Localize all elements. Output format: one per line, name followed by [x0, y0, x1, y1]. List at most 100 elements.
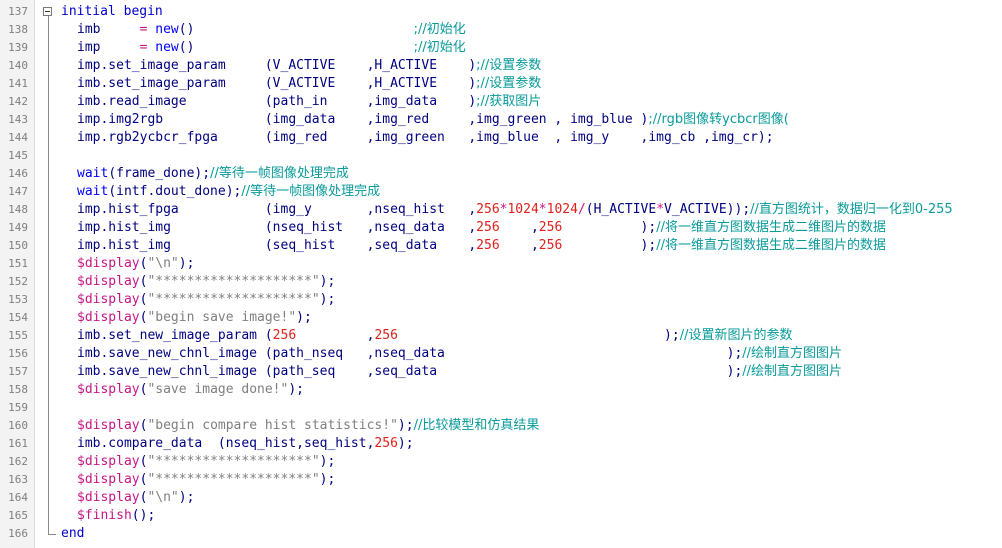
code-line[interactable]: 165$finish(); — [0, 507, 1002, 525]
code-line[interactable]: 162$display("********************"); — [0, 453, 1002, 471]
system-task-token: $display — [77, 274, 140, 289]
line-number: 166 — [8, 527, 28, 540]
operator-token: * — [656, 202, 665, 217]
comment-token: ;//rgb图像转ycbcr图像( — [648, 112, 789, 127]
code-text[interactable]: $display("begin compare hist statistics!… — [77, 417, 539, 435]
code-line[interactable]: 166 end — [0, 525, 1002, 543]
code-line[interactable]: 151$display("\n"); — [0, 255, 1002, 273]
code-token: ); — [319, 292, 336, 307]
code-token: (); — [131, 508, 156, 523]
code-text[interactable]: imb.set_new_image_param (256 ,256 );//设置… — [77, 327, 792, 345]
code-token: ); — [397, 328, 680, 343]
keyword-token: end — [61, 526, 85, 541]
code-text[interactable]: imb.save_new_chnl_image (path_nseq ,nseq… — [77, 345, 842, 363]
code-text[interactable]: $display("********************"); — [77, 291, 335, 309]
code-token — [194, 40, 413, 55]
code-text[interactable]: $display("********************"); — [77, 453, 335, 471]
code-text[interactable]: imp.rgb2ycbcr_fpga (img_red ,img_green ,… — [77, 129, 774, 147]
system-task-token: $display — [77, 292, 140, 307]
code-text[interactable]: initial begin — [61, 3, 163, 21]
code-line[interactable]: 159 — [0, 399, 1002, 417]
code-text[interactable]: end — [61, 525, 84, 543]
string-token: "begin compare hist statistics!" — [147, 418, 398, 433]
code-token: imb.set_image_param (V_ACTIVE ,H_ACTIVE … — [77, 76, 477, 91]
code-text[interactable]: imb.compare_data (nseq_hist,seq_hist,256… — [77, 435, 414, 453]
string-token: "save image done!" — [147, 382, 289, 397]
code-line[interactable]: 145 — [0, 147, 1002, 165]
code-token: ( — [139, 418, 148, 433]
code-line[interactable]: 163 $display("********************"); — [0, 471, 1002, 489]
line-number: 159 — [8, 401, 28, 414]
code-text[interactable]: $display("********************"); — [77, 471, 335, 489]
comment-token: ;//获取图片 — [476, 94, 542, 109]
minus-box-icon[interactable] — [43, 7, 52, 16]
code-line[interactable]: 144 imp.rgb2ycbcr_fpga (img_red ,img_gree… — [0, 129, 1002, 147]
code-text[interactable]: imp.hist_img (nseq_hist ,nseq_data ,256 … — [77, 219, 886, 237]
line-number: 144 — [8, 131, 28, 144]
code-line[interactable]: 164 $display("\n"); — [0, 489, 1002, 507]
code-text[interactable]: imb.set_image_param (V_ACTIVE ,H_ACTIVE … — [77, 75, 541, 93]
operator-token: * — [538, 202, 547, 217]
code-text[interactable]: imb.read_image (path_in ,img_data );//获取… — [77, 93, 541, 111]
code-line[interactable]: 152 $display("********************"); — [0, 273, 1002, 291]
code-token: imp.rgb2ycbcr_fpga (img_red ,img_green ,… — [77, 130, 774, 145]
function-token: wait — [77, 184, 109, 199]
system-task-token: $display — [77, 472, 140, 487]
code-text[interactable]: $display("save image done!"); — [77, 381, 304, 399]
code-text[interactable]: imp.set_image_param (V_ACTIVE ,H_ACTIVE … — [77, 57, 541, 75]
line-number: 141 — [8, 77, 28, 90]
comment-token: //绘制直方图图片 — [742, 364, 843, 379]
comment-token: ;//初始化 — [413, 22, 466, 37]
code-line[interactable]: 154$display("begin save image!"); — [0, 309, 1002, 327]
code-text[interactable]: $display("********************"); — [77, 273, 335, 291]
code-line[interactable]: 153$display("********************"); — [0, 291, 1002, 309]
function-token: new — [155, 40, 179, 55]
operator-token: = — [139, 22, 156, 37]
code-token: ( — [139, 274, 148, 289]
code-text[interactable]: imp.img2rgb (img_data ,img_red ,img_gree… — [77, 111, 789, 129]
code-line[interactable]: 141 imb.set_image_param (V_ACTIVE ,H_ACTI… — [0, 75, 1002, 93]
code-token: imb.compare_data (nseq_hist,seq_hist, — [77, 436, 375, 451]
code-token: imp.img2rgb (img_data ,img_red ,img_gree… — [77, 112, 649, 127]
code-text[interactable]: imb = new() ;//初始化 — [77, 21, 466, 39]
code-text[interactable]: imp.hist_img (seq_hist ,seq_data ,256 ,2… — [77, 237, 886, 255]
code-token: ); — [319, 274, 336, 289]
code-text[interactable]: $display("begin save image!"); — [77, 309, 312, 327]
line-number: 152 — [8, 275, 28, 288]
code-token: imp.hist_img (seq_hist ,seq_data , — [77, 238, 477, 253]
string-token: "\n" — [147, 256, 179, 271]
code-line[interactable]: 160 $display("begin compare hist statisti… — [0, 417, 1002, 435]
code-text[interactable]: $finish(); — [77, 507, 155, 525]
code-text[interactable]: wait(frame_done);//等待一帧图像处理完成 — [77, 165, 349, 183]
operator-token: / — [577, 202, 586, 217]
line-number: 160 — [8, 419, 28, 432]
code-text[interactable]: wait(intf.dout_done);//等待一帧图像处理完成 — [77, 183, 380, 201]
code-line[interactable]: 158$display("save image done!"); — [0, 381, 1002, 399]
line-number: 163 — [8, 473, 28, 486]
code-token: ( — [139, 256, 148, 271]
code-line[interactable]: 142 imb.read_image (path_in ,img_data );/… — [0, 93, 1002, 111]
code-text[interactable]: $display("\n"); — [77, 489, 194, 507]
code-text[interactable]: imp.hist_fpga (img_y ,nseq_hist ,256*102… — [77, 201, 953, 219]
code-text[interactable]: $display("\n"); — [77, 255, 194, 273]
code-token: imp.hist_fpga (img_y ,nseq_hist , — [77, 202, 477, 217]
code-text[interactable]: imp = new() ;//初始化 — [77, 39, 466, 57]
line-number: 142 — [8, 95, 28, 108]
code-text[interactable]: imb.save_new_chnl_image (path_seq ,seq_d… — [77, 363, 842, 381]
line-number: 164 — [8, 491, 28, 504]
